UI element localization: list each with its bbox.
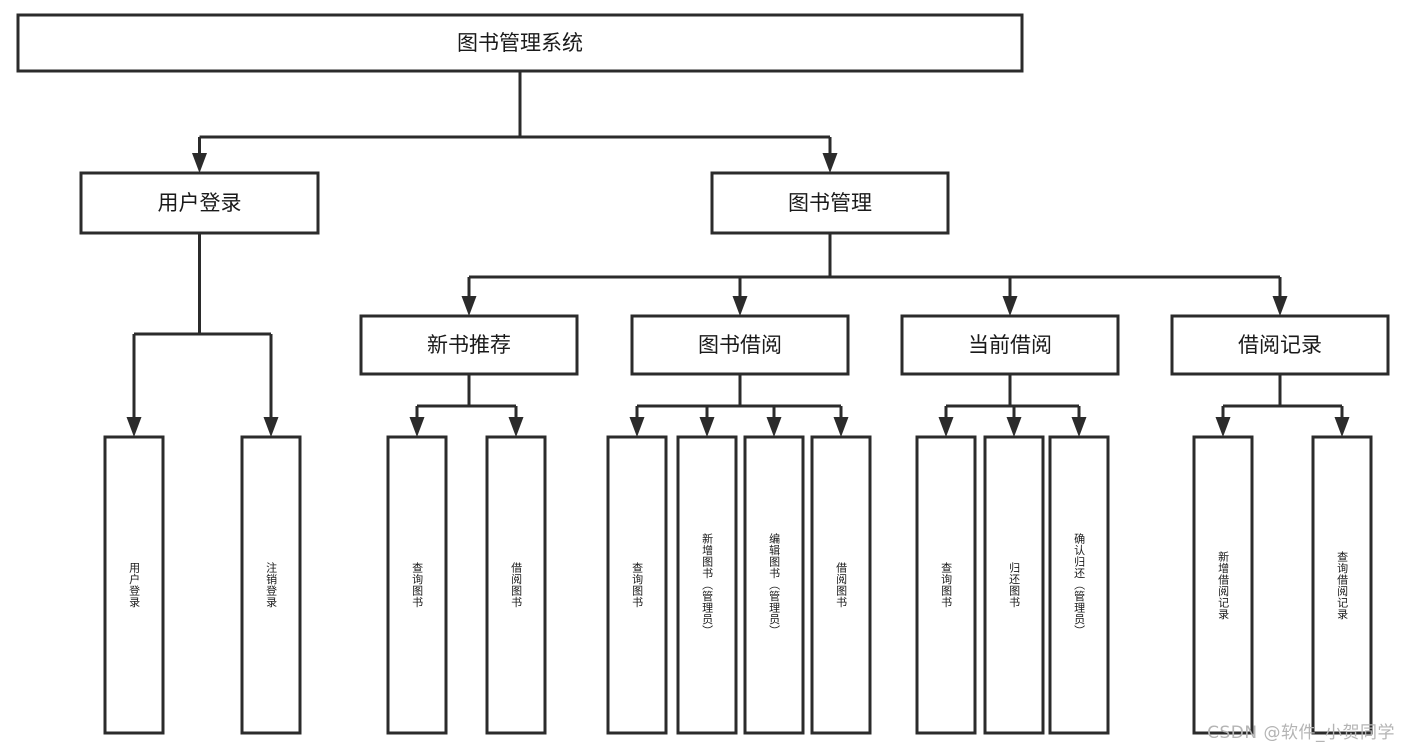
node-leaf-edit-book[interactable] xyxy=(743,435,805,735)
node-new-book-rec-box[interactable] xyxy=(359,314,579,376)
node-leaf-add-record[interactable] xyxy=(1192,435,1254,735)
node-leaf-add-record-box[interactable] xyxy=(1192,435,1254,735)
node-leaf-query-book-2[interactable] xyxy=(606,435,668,735)
node-borrow-record-box[interactable] xyxy=(1170,314,1390,376)
node-leaf-borrow-book-1-box[interactable] xyxy=(485,435,547,735)
csdn-watermark: CSDN @软件_小贺同学 xyxy=(1207,723,1395,743)
node-book-manage-box[interactable] xyxy=(710,171,950,235)
node-new-book-rec[interactable]: 新书推荐 xyxy=(359,314,579,376)
node-root-label: 图书管理系统 xyxy=(457,31,583,55)
node-book-manage[interactable]: 图书管理 xyxy=(710,171,950,235)
node-leaf-edit-book-box[interactable] xyxy=(743,435,805,735)
node-leaf-user-logout-box[interactable] xyxy=(240,435,302,735)
node-leaf-confirm-return-box[interactable] xyxy=(1048,435,1110,735)
node-leaf-query-book-2-box[interactable] xyxy=(606,435,668,735)
node-book-manage-label: 图书管理 xyxy=(788,191,872,215)
node-root-box[interactable] xyxy=(16,13,1024,73)
node-book-borrow[interactable]: 图书借阅 xyxy=(630,314,850,376)
node-new-book-rec-label: 新书推荐 xyxy=(427,333,511,357)
node-leaf-return-book-box[interactable] xyxy=(983,435,1045,735)
node-borrow-record[interactable]: 借阅记录 xyxy=(1170,314,1390,376)
node-borrow-record-label: 借阅记录 xyxy=(1238,333,1322,357)
node-leaf-query-book-3[interactable] xyxy=(915,435,977,735)
node-leaf-confirm-return[interactable] xyxy=(1048,435,1110,735)
node-leaf-return-book[interactable] xyxy=(983,435,1045,735)
node-leaf-query-book-3-box[interactable] xyxy=(915,435,977,735)
node-leaf-user-login[interactable] xyxy=(103,435,165,735)
node-current-borrow-box[interactable] xyxy=(900,314,1120,376)
node-user-login-box[interactable] xyxy=(79,171,320,235)
node-leaf-add-book[interactable] xyxy=(676,435,738,735)
node-leaf-query-book-1[interactable] xyxy=(386,435,448,735)
node-user-login-label: 用户登录 xyxy=(158,191,242,215)
node-leaf-borrow-book-2[interactable] xyxy=(810,435,872,735)
node-user-login[interactable]: 用户登录 xyxy=(79,171,320,235)
node-leaf-user-logout[interactable] xyxy=(240,435,302,735)
node-root[interactable]: 图书管理系统 xyxy=(16,13,1024,73)
node-leaf-query-book-1-box[interactable] xyxy=(386,435,448,735)
node-leaf-borrow-book-1[interactable] xyxy=(485,435,547,735)
node-leaf-add-book-box[interactable] xyxy=(676,435,738,735)
node-leaf-query-record[interactable] xyxy=(1311,435,1373,735)
node-leaf-query-record-box[interactable] xyxy=(1311,435,1373,735)
node-current-borrow-label: 当前借阅 xyxy=(968,333,1052,357)
node-current-borrow[interactable]: 当前借阅 xyxy=(900,314,1120,376)
node-book-borrow-box[interactable] xyxy=(630,314,850,376)
node-leaf-user-login-box[interactable] xyxy=(103,435,165,735)
node-leaf-borrow-book-2-box[interactable] xyxy=(810,435,872,735)
node-book-borrow-label: 图书借阅 xyxy=(698,333,782,357)
